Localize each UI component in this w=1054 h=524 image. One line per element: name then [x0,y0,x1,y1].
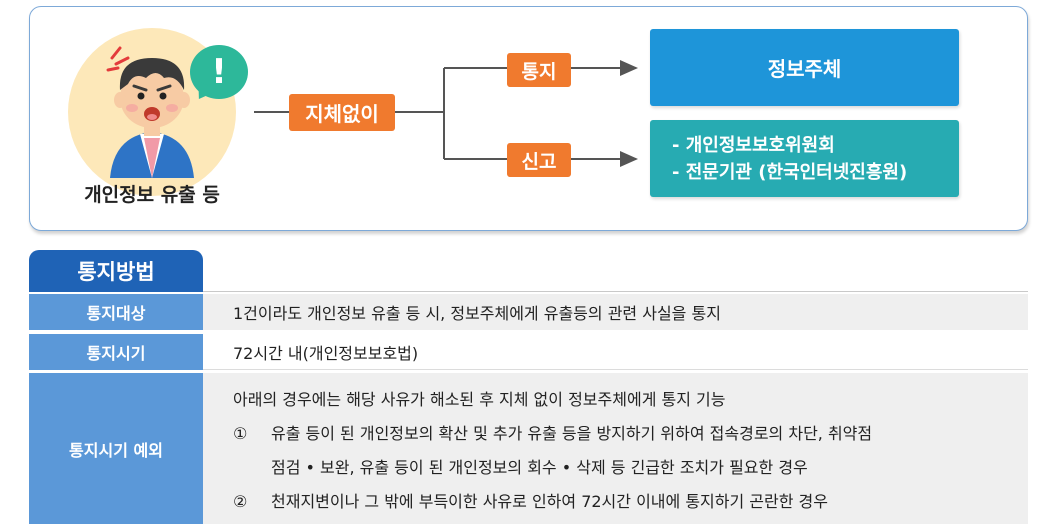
row-label-exception: 통지시기 예외 [29,373,203,524]
method-section-title: 통지방법 [29,250,203,292]
timing-text: 72시간 내(개인정보보호법) [233,343,419,363]
notify-tag: 통지 [507,53,571,87]
agency-item-kisa: - 전문기관 (한국인터넷진흥원) [672,161,908,183]
exception-intro: 아래의 경우에는 해당 사유가 해소된 후 지체 없이 정보주체에게 통지 기능 [233,390,726,409]
exception-number: ② [233,492,248,511]
exclamation-icon: ! [211,52,227,92]
exception-number: ① [233,424,248,443]
report-tag: 신고 [507,143,571,177]
exception-item: ② 천재지변이나 그 밖에 부득이한 사유로 인하여 72시간 이내에 통지하기… [233,485,1028,519]
exception-text: 유출 등이 된 개인정보의 확산 및 추가 유출 등을 방지하기 위하여 접속경… [271,424,873,443]
actor-label: 개인정보 유출 등 [84,184,220,206]
agency-item-pipc: - 개인정보보호위원회 [672,134,835,156]
agencies-box: - 개인정보보호위원회 - 전문기관 (한국인터넷진흥원) [650,120,959,197]
speech-bubble [190,45,248,99]
row-content-timing: 72시간 내(개인정보보호법) [203,334,1028,370]
without-delay-tag: 지체없이 [289,94,395,131]
row-label-timing: 통지시기 [29,334,203,370]
row-content-target: 1건이라도 개인정보 유출 등 시, 정보주체에게 유출등의 관련 사실을 통지 [203,294,1028,330]
data-subject-box: 정보주체 [650,29,959,106]
target-text: 1건이라도 개인정보 유출 등 시, 정보주체에게 유출등의 관련 사실을 통지 [233,304,721,323]
row-content-exception: 아래의 경우에는 해당 사유가 해소된 후 지체 없이 정보주체에게 통지 기능… [203,373,1028,524]
exception-text-continued: 점검 • 보완, 유출 등이 된 개인정보의 회수 • 삭제 등 긴급한 조치가… [271,458,808,477]
row-label-target: 통지대상 [29,294,203,330]
exception-text: 천재지변이나 그 밖에 부득이한 사유로 인하여 72시간 이내에 통지하기 곤… [271,492,828,511]
exception-item: ① 유출 등이 된 개인정보의 확산 및 추가 유출 등을 방지하기 위하여 접… [233,417,1028,451]
flow-connector-lines [254,60,638,167]
worried-person-icon [106,46,194,178]
title-divider [203,291,1028,292]
